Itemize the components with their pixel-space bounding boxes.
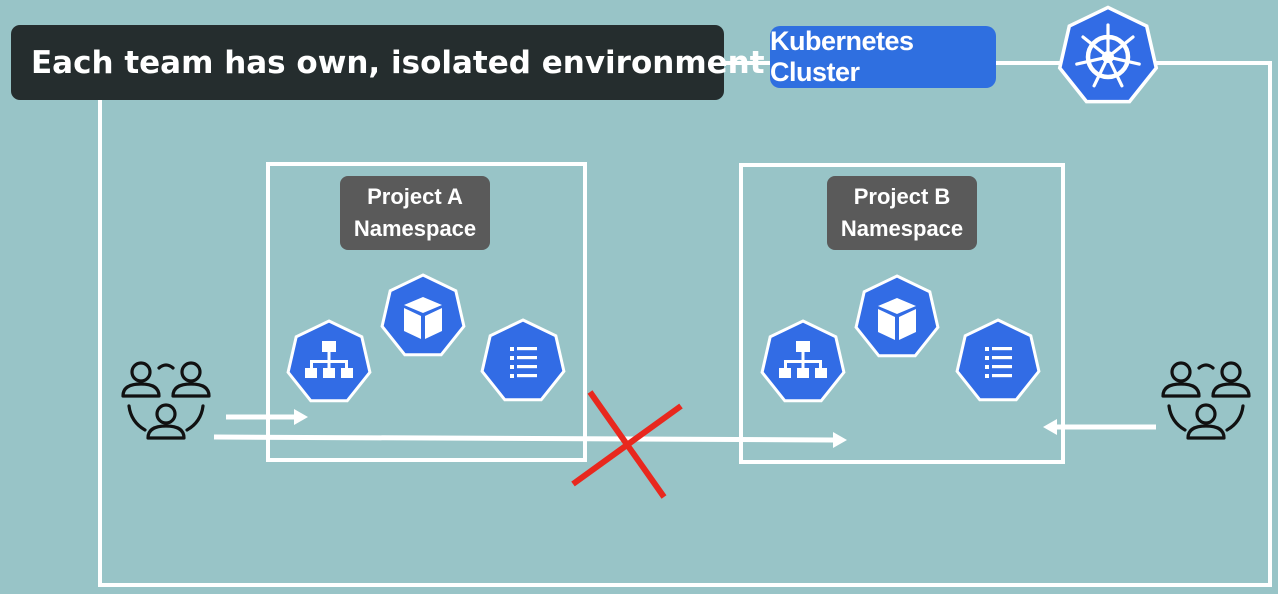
- service-network-icon: [286, 319, 372, 403]
- configmap-list-icon: [955, 318, 1041, 402]
- caption-banner: Each team has own, isolated environment: [11, 25, 765, 100]
- team-users-icon: [1161, 361, 1251, 440]
- cluster-boundary: [98, 61, 1272, 587]
- service-network-icon: [760, 319, 846, 403]
- namespace-b-title: Project B: [853, 184, 951, 209]
- configmap-list-icon: [480, 318, 566, 402]
- namespace-b-box: [739, 163, 1065, 464]
- pod-cube-icon: [854, 274, 940, 358]
- arrow-team-a-to-namespace-a: [226, 409, 308, 425]
- namespace-a-title: Project A: [367, 184, 463, 209]
- namespace-a-label: Project A Namespace: [340, 176, 490, 250]
- arrow-team-a-to-namespace-b: [213, 432, 847, 448]
- namespace-b-label: Project B Namespace: [827, 176, 977, 250]
- cluster-label: Kubernetes Cluster: [770, 26, 996, 88]
- red-x-icon: [571, 390, 683, 499]
- caption-text: Each team has own, isolated environment: [31, 44, 765, 81]
- arrow-team-b-to-namespace-b: [1043, 419, 1156, 435]
- namespace-a-box: [266, 162, 587, 462]
- team-users-icon: [121, 361, 211, 440]
- namespace-a-subtitle: Namespace: [353, 216, 477, 241]
- namespace-b-subtitle: Namespace: [840, 216, 964, 241]
- kubernetes-helm-wheel-icon: [1057, 5, 1159, 104]
- pod-cube-icon: [380, 273, 466, 357]
